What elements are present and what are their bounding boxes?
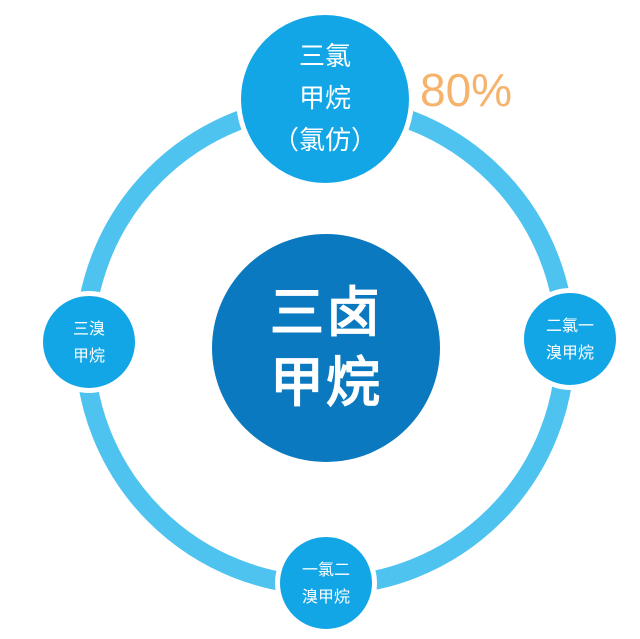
node-chloroform-line-3: （氯仿） xyxy=(272,126,377,156)
node-bromoform: 三溴 甲烷 xyxy=(38,291,140,393)
center-trihalomethane: 三卤 甲烷 xyxy=(212,234,440,462)
node-chloroform: 三氯 甲烷 （氯仿） xyxy=(236,10,414,188)
node-bromoform-line-2: 甲烷 xyxy=(72,346,105,365)
percentage-annotation: 80% xyxy=(420,64,513,116)
center-line-1: 三卤 xyxy=(270,281,382,344)
node-dibromochloromethane-line-2: 溴甲烷 xyxy=(301,587,350,606)
node-chloroform-line-2: 甲烷 xyxy=(298,84,351,114)
node-bromoform-line-1: 三溴 xyxy=(72,319,105,338)
node-bromodichloromethane-line-1: 二氯一 xyxy=(545,316,594,335)
node-chloroform-line-1: 三氯 xyxy=(298,42,351,72)
center-line-2: 甲烷 xyxy=(270,351,382,414)
node-dibromochloromethane-line-1: 一氯二 xyxy=(301,560,350,579)
node-bromodichloromethane: 二氯一 溴甲烷 xyxy=(519,288,621,390)
node-dibromochloromethane: 一氯二 溴甲烷 xyxy=(275,532,377,634)
node-bromodichloromethane-line-2: 溴甲烷 xyxy=(545,343,594,362)
